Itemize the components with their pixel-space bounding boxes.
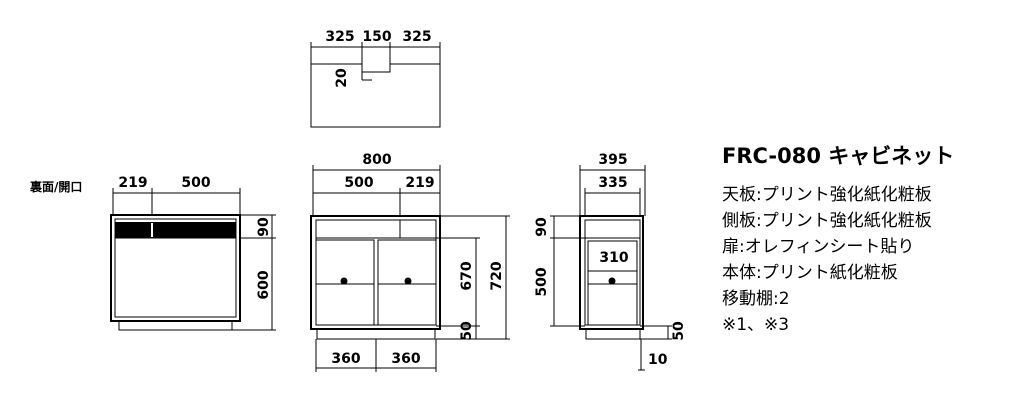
dim-front-right: 219 [405,175,434,191]
dim-front-bottom-left: 360 [331,351,360,367]
top-view-outline [310,63,441,128]
model-title: FRC-080 キャビネット [722,144,955,168]
dim-top-right: 325 [402,29,431,45]
front-view-outline [310,215,441,330]
back-view: 裏面/開口 219 500 90 600 [29,175,276,331]
dim-back-h2: 600 [256,270,272,299]
dim-front-left: 500 [344,175,373,191]
dim-side-foot: 10 [648,352,668,368]
front-door-left [315,239,375,326]
back-view-label: 裏面/開口 [29,179,82,194]
front-view: 800 500 219 670 720 50 360 360 [310,152,510,372]
spec-line-top: 天板:プリント強化紙化粧板 [722,185,932,205]
front-knob-left [340,277,348,285]
dim-front-bottom-right: 360 [391,351,420,367]
dim-side-h1: 90 [534,217,550,237]
spec-line-body: 本体:プリント紙化粧板 [722,263,898,283]
dim-back-left: 219 [118,175,147,191]
dim-side-base: 50 [671,321,687,341]
dim-front-total: 800 [362,152,391,168]
dim-back-right: 500 [181,175,210,191]
spec-panel: FRC-080 キャビネット 天板:プリント強化紙化粧板 側板:プリント強化紙化… [722,140,1007,338]
front-door-right [377,239,437,326]
dim-front-h-inner: 670 [459,261,475,290]
side-view: 395 335 310 90 500 50 10 [534,152,687,371]
spec-line-notes: ※1、※3 [722,315,790,335]
side-inner-panel [587,240,638,326]
dim-top-mid: 150 [362,29,391,45]
spec-line-shelf: 移動棚:2 [722,289,790,309]
dim-front-h-total: 720 [489,261,505,290]
front-knob-right [404,277,412,285]
side-knob [608,277,616,285]
dim-side-shelf: 310 [599,250,628,266]
spec-line-side: 側板:プリント強化紙化粧板 [722,211,932,231]
top-view: 325 150 325 20 [310,29,441,128]
side-view-outline [579,215,644,330]
dim-back-h1: 90 [256,217,272,237]
spec-line-door: 扉:オレフィンシート貼り [722,237,915,257]
dim-front-base: 50 [459,321,475,341]
dim-top-left: 325 [325,29,354,45]
dim-side-total: 395 [598,152,627,168]
dim-side-inner: 335 [598,175,627,191]
dim-side-h2: 500 [534,267,550,296]
dim-top-notch: 20 [334,68,350,88]
back-opening [115,222,236,238]
